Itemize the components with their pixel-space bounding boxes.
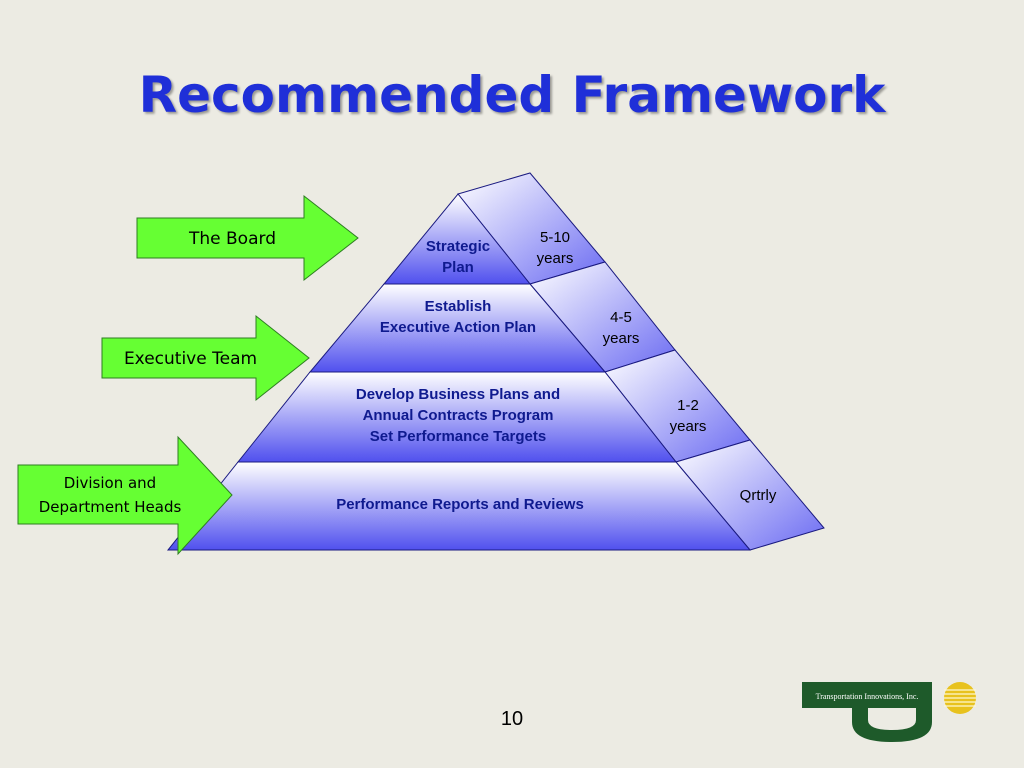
duration1-line1: 5-10 (539, 229, 571, 246)
duration-label-3: 1-2 years (653, 395, 723, 437)
arrow-the-board (136, 194, 359, 282)
arrow-label-division-heads: Division and Department Heads (20, 471, 200, 519)
tier3-line1: Develop Business Plans and (355, 386, 561, 403)
logo-banner (802, 682, 932, 708)
tier2-line1: Establish (424, 298, 492, 315)
duration3-line2: years (669, 418, 707, 435)
tier1-line2: Plan (442, 259, 474, 276)
tier4-line1: Performance Reports and Reviews (336, 496, 584, 513)
tier-label-performance-reports: Performance Reports and Reviews (290, 494, 630, 515)
duration-label-1: 5-10 years (520, 227, 590, 269)
tier3-line2: Annual Contracts Program (362, 407, 554, 424)
tier-label-strategic-plan: Strategic Plan (400, 236, 516, 278)
duration-label-4: Qrtrly (723, 485, 793, 506)
arrow-label-division-line1: Division and (63, 474, 157, 492)
slide-title: Recommended Framework (138, 66, 886, 124)
arrow-label-the-board: The Board (189, 229, 276, 249)
duration-label-2: 4-5 years (586, 307, 656, 349)
logo-u-shape (852, 708, 932, 742)
arrow-executive-team (101, 314, 310, 402)
tier2-line2: Executive Action Plan (379, 319, 537, 336)
arrow-label-division-line2: Department Heads (38, 498, 182, 516)
tier-label-executive-action-plan: Establish Executive Action Plan (342, 296, 574, 338)
duration2-line1: 4-5 (610, 309, 632, 326)
duration1-line2: years (536, 250, 574, 267)
tier1-line1: Strategic (425, 238, 491, 255)
arrow-label-executive-team: Executive Team (123, 349, 258, 369)
tier3-line3: Set Performance Targets (369, 428, 547, 445)
duration3-line1: 1-2 (677, 397, 699, 414)
duration4-line1: Qrtrly (739, 487, 777, 504)
page-number: 10 (500, 708, 524, 730)
duration2-line2: years (602, 330, 640, 347)
company-logo: Transportation Innovations, Inc. (802, 682, 976, 742)
logo-sun-lines (944, 689, 976, 707)
logo-text: Transportation Innovations, Inc. (816, 692, 919, 701)
arrow-division-heads (17, 435, 233, 556)
tier-label-business-plans: Develop Business Plans and Annual Contra… (310, 384, 606, 447)
